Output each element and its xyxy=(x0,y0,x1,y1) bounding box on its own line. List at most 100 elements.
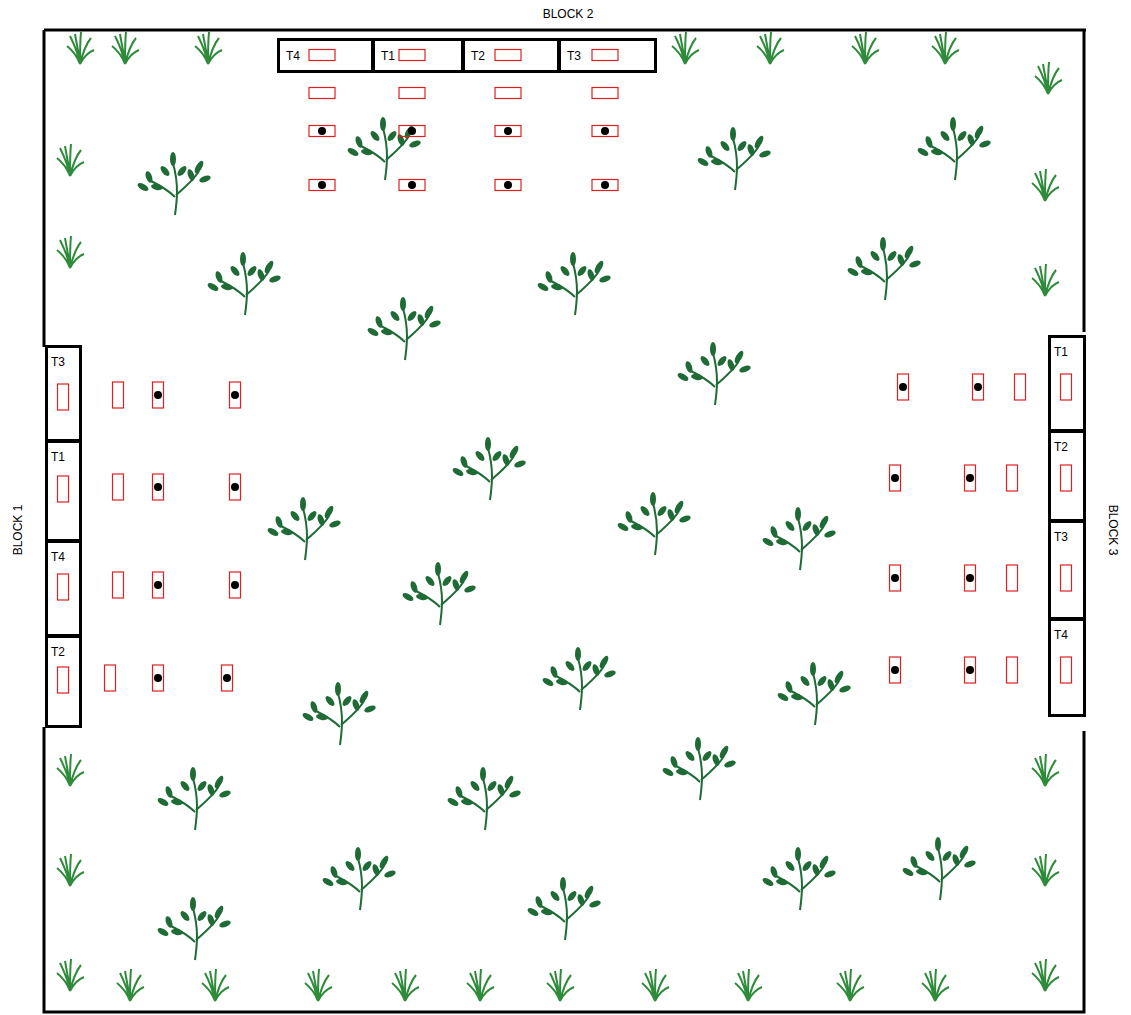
treatment-label: T4 xyxy=(1054,628,1068,642)
sample-plot xyxy=(1061,565,1072,591)
grass-symbol xyxy=(1032,854,1059,886)
sample-dot xyxy=(504,181,512,189)
treatment-box: T2 xyxy=(462,38,560,73)
sample-plot xyxy=(58,476,69,502)
plant-symbol xyxy=(676,342,751,405)
block-label: BLOCK 1 xyxy=(11,505,25,556)
sample-dot xyxy=(318,127,326,135)
sample-dot xyxy=(601,127,609,135)
grass-symbol xyxy=(922,969,949,1001)
sample-plot xyxy=(495,180,521,191)
sample-dot xyxy=(504,127,512,135)
sample-plot xyxy=(58,574,69,600)
sample-plot xyxy=(495,50,521,61)
sample-plot xyxy=(58,384,69,410)
plant-symbol xyxy=(266,497,341,560)
sample-dot xyxy=(231,391,239,399)
plant-symbol xyxy=(301,682,376,745)
grass-symbol xyxy=(195,32,222,64)
sample-dot xyxy=(891,474,899,482)
treatment-box: T1 xyxy=(1048,335,1086,432)
sample-plot xyxy=(1007,565,1018,591)
sample-plot xyxy=(592,180,618,191)
sample-plot xyxy=(495,88,521,99)
treatment-box: T1 xyxy=(45,440,82,542)
treatment-box: T1 xyxy=(372,38,464,73)
sample-dot xyxy=(601,181,609,189)
plant-symbol xyxy=(616,492,691,555)
sample-dot xyxy=(223,674,231,682)
treatment-box: T2 xyxy=(1048,430,1086,522)
sample-dot xyxy=(318,181,326,189)
sample-plot xyxy=(222,665,233,691)
grass-symbol xyxy=(642,969,669,1001)
plant-symbol xyxy=(321,847,396,910)
plant-symbol xyxy=(761,847,836,910)
sample-plot xyxy=(965,657,976,683)
plant-symbol xyxy=(541,647,616,710)
sample-plot xyxy=(113,572,124,598)
sample-plot xyxy=(399,180,425,191)
grass-symbol xyxy=(57,854,84,886)
treatment-box: T3 xyxy=(45,345,82,442)
sample-dot xyxy=(966,666,974,674)
sample-dot xyxy=(154,483,162,491)
grass-symbol xyxy=(202,969,229,1001)
sample-plot xyxy=(309,50,335,61)
treatment-box: T4 xyxy=(277,38,374,73)
grass-symbol xyxy=(547,969,574,1001)
treatment-label: T3 xyxy=(1054,530,1068,544)
plant-symbol xyxy=(401,562,476,625)
treatment-label: T3 xyxy=(567,49,581,63)
grass-symbol xyxy=(67,32,94,64)
sample-plot xyxy=(890,565,901,591)
treatment-label: T1 xyxy=(381,49,395,63)
sample-dot xyxy=(154,674,162,682)
treatment-label: T1 xyxy=(51,450,65,464)
treatment-box: T3 xyxy=(1048,520,1086,620)
sample-plot xyxy=(309,180,335,191)
treatment-label: T4 xyxy=(51,550,65,564)
plant-symbol xyxy=(451,437,526,500)
sample-plot xyxy=(495,126,521,137)
plant-symbol xyxy=(156,897,231,960)
sample-plot xyxy=(153,572,164,598)
treatment-box: T4 xyxy=(1048,618,1086,717)
field-border xyxy=(44,30,1086,1012)
grass-symbol xyxy=(757,32,784,64)
grass-symbol xyxy=(467,969,494,1001)
grass-symbol xyxy=(1032,264,1059,296)
grass-symbol xyxy=(392,969,419,1001)
sample-plot xyxy=(399,126,425,137)
sample-dot xyxy=(408,181,416,189)
sample-dot xyxy=(154,581,162,589)
sample-plot xyxy=(399,50,425,61)
sample-dot xyxy=(154,391,162,399)
sample-plot xyxy=(105,665,116,691)
sample-plot xyxy=(153,665,164,691)
sample-dot xyxy=(891,574,899,582)
sample-plot xyxy=(890,657,901,683)
sample-dot xyxy=(966,574,974,582)
grass-symbol xyxy=(57,144,84,176)
grass-symbol xyxy=(1032,169,1059,201)
sample-plot xyxy=(898,374,909,400)
treatment-label: T2 xyxy=(471,49,485,63)
treatment-box: T2 xyxy=(45,635,82,728)
sample-plot xyxy=(965,565,976,591)
grass-symbol xyxy=(837,969,864,1001)
sample-plot xyxy=(230,474,241,500)
treatment-label: T2 xyxy=(1054,440,1068,454)
sample-plot xyxy=(309,88,335,99)
sample-plot xyxy=(965,465,976,491)
block-label: BLOCK 2 xyxy=(543,7,594,21)
plant-symbol xyxy=(446,767,521,830)
plant-symbol xyxy=(156,767,231,830)
sample-plot xyxy=(113,382,124,408)
treatment-label: T1 xyxy=(1054,345,1068,359)
plant-symbol xyxy=(901,837,976,900)
plant-symbol xyxy=(696,127,771,190)
plant-symbol xyxy=(536,252,611,315)
sample-dot xyxy=(974,383,982,391)
sample-plot xyxy=(592,126,618,137)
